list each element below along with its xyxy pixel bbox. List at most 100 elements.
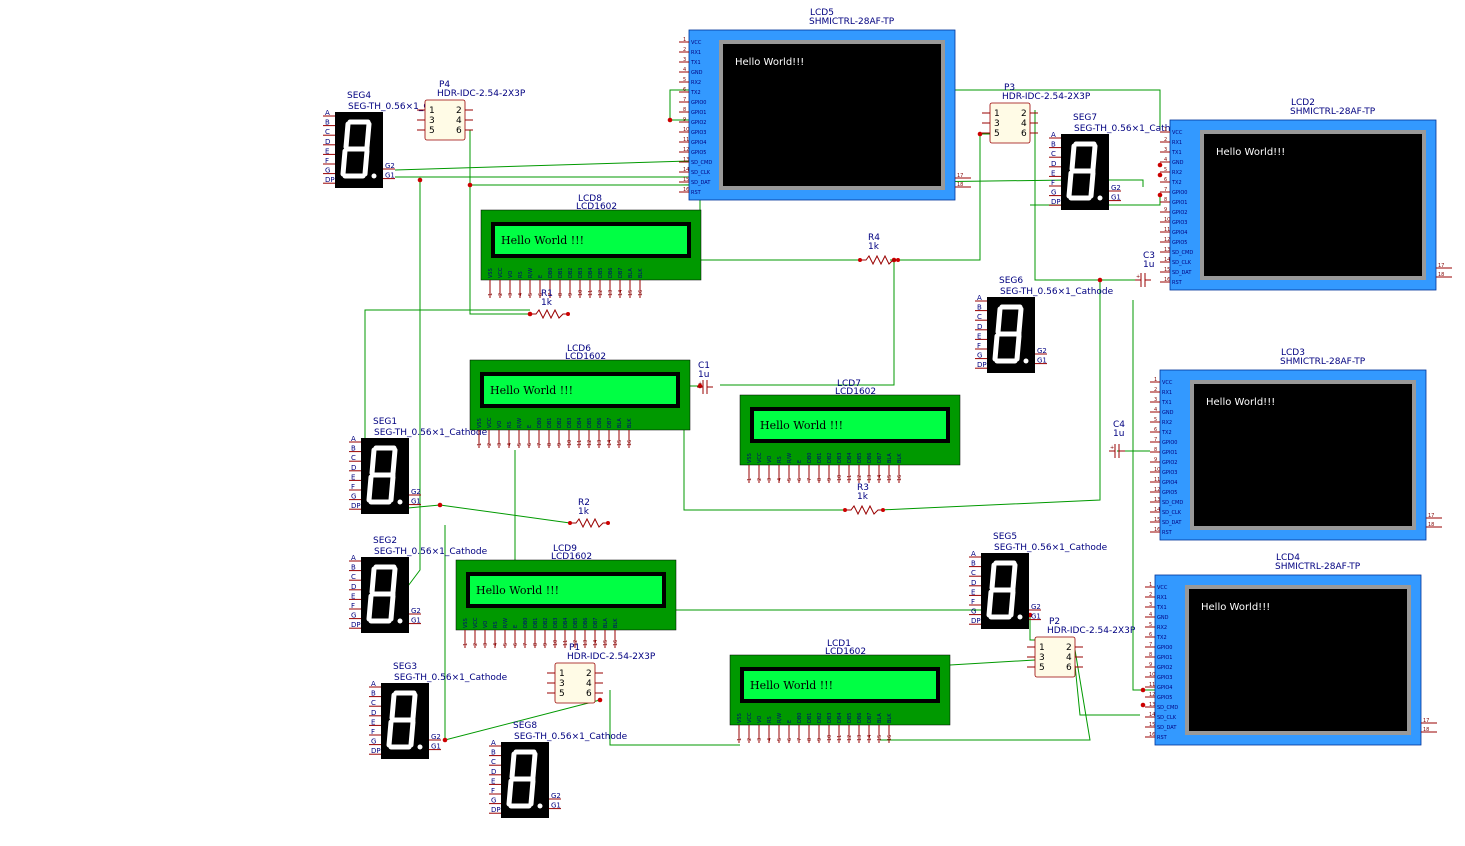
tft-pin-num: 15	[1154, 517, 1160, 523]
resistor-value-label: 1k	[541, 298, 553, 308]
char-lcd-pin-num: 2	[473, 643, 479, 646]
char-lcd-pin-name: DB4	[577, 418, 583, 428]
char-lcd-pin-name: DB0	[548, 268, 554, 278]
wire-19	[879, 280, 1101, 511]
char-lcd-pin-num: 7	[548, 293, 554, 296]
seg-pin-label: B	[325, 119, 330, 127]
char-lcd-pin-num: 4	[777, 478, 783, 481]
header-pin-label: 4	[1021, 119, 1027, 129]
char-lcd-pin-num: 6	[797, 478, 803, 481]
char-lcd-pin-name: DB5	[587, 418, 593, 428]
tft-pin-num: 7	[1164, 187, 1167, 193]
char-lcd-pin-num: 15	[887, 475, 893, 481]
tft-pin-name: GPIO1	[1157, 655, 1172, 661]
seg-pin-label: A	[371, 680, 376, 688]
seg-pin-label: B	[371, 690, 376, 698]
resistor-zigzag	[570, 517, 608, 529]
tft-pin-name: GPIO4	[691, 140, 706, 146]
char-lcd-text: Hello World !!!	[501, 234, 584, 247]
seg-pin-label: G2	[431, 733, 441, 741]
resistor-end	[566, 312, 570, 316]
tft-pin-name: TX2	[1156, 635, 1167, 641]
tft-pin-name: GPIO5	[1172, 240, 1187, 246]
junction-dot	[1157, 192, 1163, 198]
tft-pin-name: SD_CMD	[1172, 250, 1193, 256]
tft-pin-num: 6	[1149, 632, 1152, 638]
tft-pin-name: GND	[1162, 410, 1174, 416]
char-lcd-pin-num: 3	[508, 293, 514, 296]
junction-dot	[597, 697, 603, 703]
char-lcd-screen	[754, 411, 946, 439]
tft-pin-name: VCC	[1162, 380, 1173, 386]
wire-20	[683, 430, 845, 511]
seg-pin-label: G2	[1037, 347, 1047, 355]
char-lcd-pin-num: 1	[463, 643, 469, 646]
seg-segment	[369, 566, 377, 595]
resistor-ref-label: R1	[541, 289, 553, 299]
seg-segment	[343, 121, 351, 150]
char-lcd-pin-name: DB4	[847, 453, 853, 463]
tft-pin-name: SD_CMD	[1157, 705, 1178, 711]
char-lcd-pin-num: 14	[607, 440, 613, 446]
tft-pin-num: 4	[1149, 612, 1152, 618]
seg-pin-label: G	[325, 167, 330, 175]
tft-pin-name: VCC	[1157, 585, 1168, 591]
tft-pin-num: 12	[683, 147, 689, 153]
tft-pin-num: 4	[1164, 157, 1167, 163]
char-lcd-pin-name: DB6	[867, 453, 873, 463]
tft-pin-name: GPIO2	[1172, 210, 1187, 216]
seg-pin-label: G	[971, 608, 976, 616]
seg-pin-label: E	[1051, 169, 1055, 177]
char-lcd-value-label: LCD1602	[576, 202, 617, 212]
tft-pin-num: 18	[1428, 522, 1434, 528]
char-lcd-pin-name: R/W	[528, 268, 534, 278]
char-lcd-pin-name: BLA	[877, 713, 883, 723]
junction-dot	[1097, 277, 1103, 283]
header-ref-label: P2	[1049, 617, 1060, 627]
header-pin-label: 3	[429, 116, 435, 126]
tft-pin-num: 13	[683, 157, 689, 163]
tft-pin-num: 13	[1154, 497, 1160, 503]
tft-pin-name: SD_CMD	[691, 160, 712, 166]
junction-dot	[442, 737, 448, 743]
seg-dp-dot	[417, 744, 423, 750]
tft-text: Hello World!!!	[735, 57, 804, 68]
tft-pin-num: 7	[1154, 437, 1157, 443]
seg-pin-label: D	[977, 323, 982, 331]
header-pin-label: 6	[586, 689, 592, 699]
char-lcd-pin-num: 13	[857, 735, 863, 741]
seg-segment	[989, 562, 997, 591]
tft-value-label: SHMICTRL-28AF-TP	[1290, 107, 1376, 117]
resistor-zigzag	[530, 308, 568, 320]
char-lcd-pin-num: 16	[897, 475, 903, 481]
char-lcd-pin-num: 3	[767, 478, 773, 481]
char-lcd-pin-num: 10	[837, 475, 843, 481]
header-value-label: HDR-IDC-2.54-2X3P	[1002, 92, 1091, 102]
char-lcd-pin-name: VCC	[498, 267, 504, 278]
seg-pin-label: B	[491, 749, 496, 757]
seg-segment	[1066, 170, 1074, 199]
tft-pin-name: GPIO1	[1162, 450, 1177, 456]
resistor-value-label: 1k	[578, 507, 590, 517]
char-lcd-pin-name: DB1	[817, 453, 823, 463]
seg-pin-label: DP	[351, 621, 361, 629]
tft-pin-name: TX2	[690, 90, 701, 96]
wire-15	[1034, 110, 1100, 281]
char-lcd-pin-name: DB7	[618, 268, 624, 278]
seg-dp-dot	[537, 803, 543, 809]
resistor-end	[896, 258, 900, 262]
tft-pin-name: GPIO2	[691, 120, 706, 126]
seg-pin-label: DP	[491, 806, 501, 814]
tft-pin-name: RST	[1157, 735, 1168, 741]
tft-pin-num: 6	[683, 87, 686, 93]
seg-pin-label: G2	[1031, 603, 1041, 611]
seg-value-label: SEG-TH_0.56×1_Cathode	[374, 428, 488, 438]
char-lcd-pin-name: E	[787, 720, 793, 723]
char-lcd-pin-num: 12	[857, 475, 863, 481]
seg-pin-label: G1	[1111, 194, 1121, 202]
